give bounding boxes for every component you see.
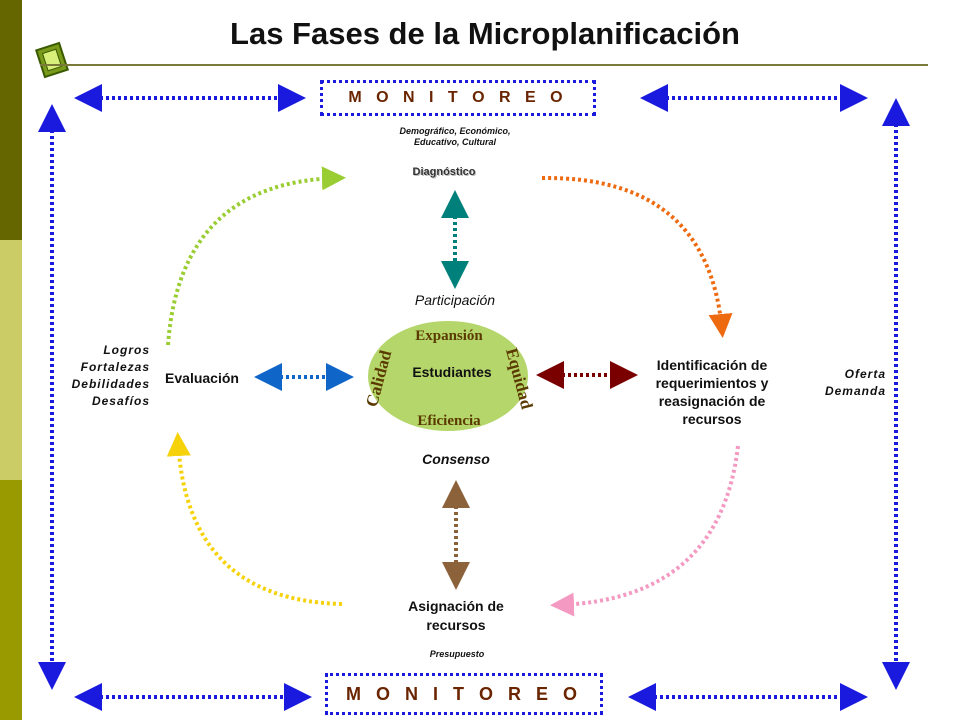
phase-diagnostico: Diagnóstico <box>412 166 476 178</box>
page-title: Las Fases de la Microplanificación <box>230 16 740 51</box>
diagnostico-detail-line2: Educativo, Cultural <box>413 137 496 147</box>
left-note: Logros <box>103 343 150 357</box>
left-note: Fortalezas <box>80 360 150 374</box>
right-note: Oferta <box>844 367 886 381</box>
asignacion-detail: Presupuesto <box>429 649 485 659</box>
left-note: Desafíos <box>91 394 150 408</box>
phase-asignacion: Asignación de recursos <box>408 598 504 633</box>
diagnostico-detail: Demográfico, Económico, Educativo, Cultu… <box>380 126 530 148</box>
accent-segment-olive <box>0 480 22 720</box>
monitoring-label-bottom: M O N I T O R E O <box>345 684 582 704</box>
right-notes: Oferta Demanda <box>800 366 886 400</box>
accent-segment-light <box>0 240 22 480</box>
title-divider <box>40 64 928 66</box>
label-consenso: Consenso <box>422 451 490 467</box>
right-note: Demanda <box>824 384 886 398</box>
arc-identificacion-to-asignacion <box>550 445 740 617</box>
accent-segment-dark <box>0 0 22 240</box>
arc-asignacion-to-evaluacion <box>166 432 343 606</box>
center-word-bottom: Eficiencia <box>417 413 481 429</box>
center-word-top: Expansión <box>415 328 483 344</box>
diagnostico-detail-line1: Demográfico, Económico, <box>399 126 511 136</box>
arc-diagnostico-to-identificacion <box>541 175 733 338</box>
phase-evaluacion: Evaluación <box>165 370 239 386</box>
monitoring-box-top: M O N I T O R E O <box>320 80 596 116</box>
center-label: Estudiantes <box>412 364 492 380</box>
left-note: Debilidades <box>71 377 150 391</box>
left-notes: Logros Fortalezas Debilidades Desafíos <box>58 342 150 410</box>
label-participacion: Participación <box>414 292 496 308</box>
monitoring-label-top: M O N I T O R E O <box>348 89 568 106</box>
students-ellipse <box>368 321 528 431</box>
left-accent-bar <box>0 0 22 720</box>
arc-evaluacion-to-diagnostico <box>166 166 346 346</box>
phase-identificacion: Identificación de requerimientos y reasi… <box>655 357 769 427</box>
monitoring-box-bottom: M O N I T O R E O <box>325 673 603 715</box>
